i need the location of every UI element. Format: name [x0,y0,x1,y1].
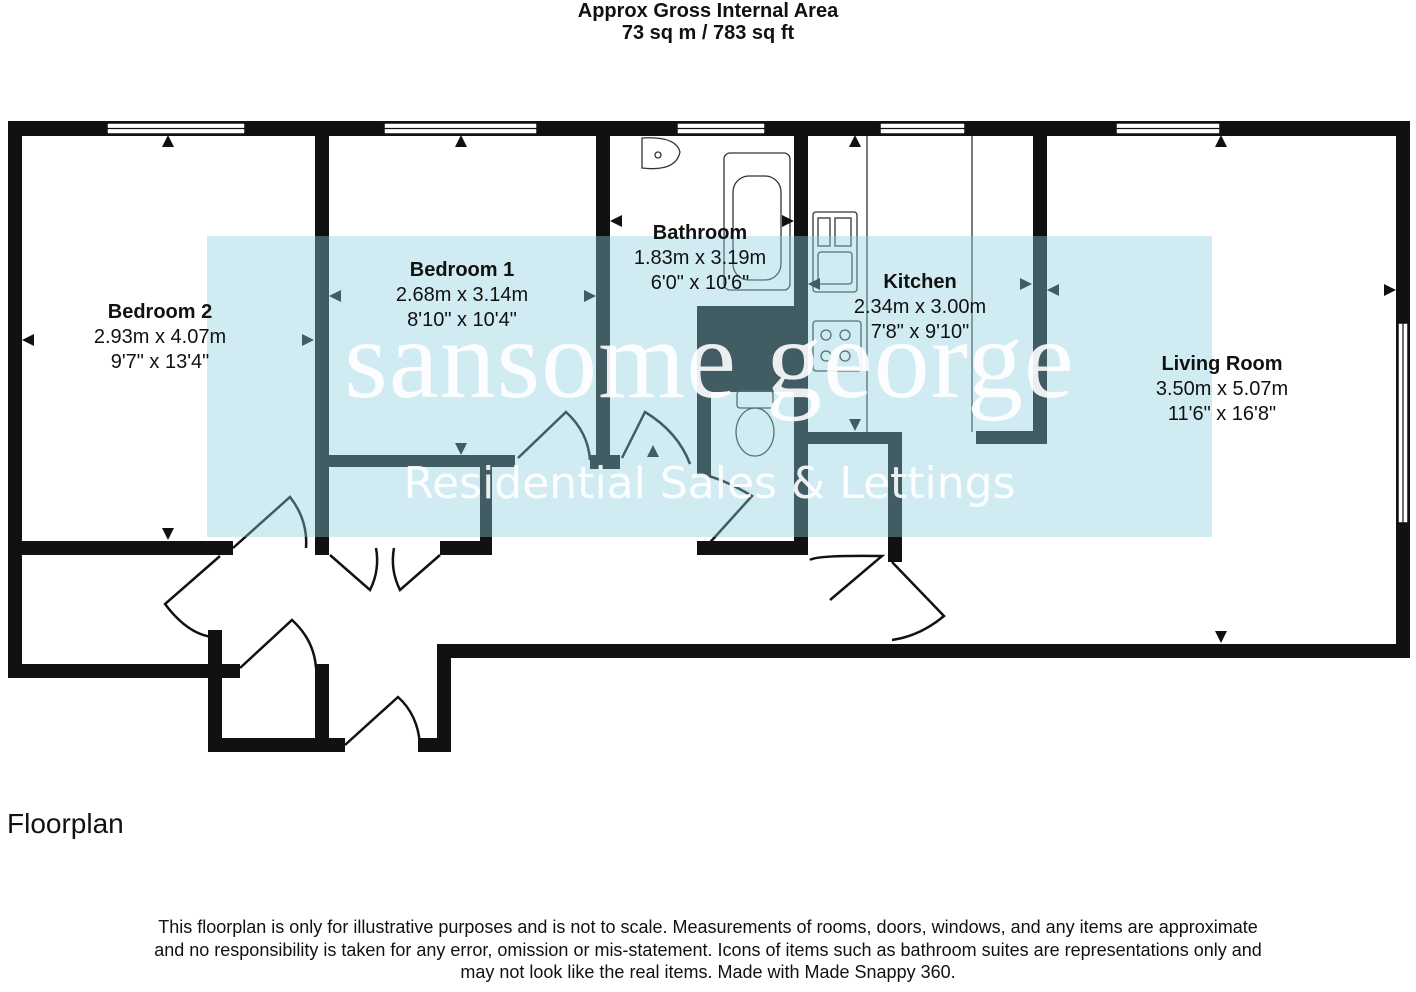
room-bedroom-2: Bedroom 2 2.93m x 4.07m 9'7" x 13'4" [60,300,260,375]
wall-cupboard-top [808,432,902,444]
room-metric: 2.68m x 3.14m [395,284,529,306]
room-living: Living Room 3.50m x 5.07m 11'6" x 16'8" [1112,352,1332,427]
wall-bath-bottom-left [590,455,620,469]
watermark-tagline: Residential Sales & Lettings [403,458,1016,509]
wall-bottom-right [437,644,1410,658]
wall-wc-left [697,306,711,476]
disclaimer: This floorplan is only for illustrative … [0,916,1416,984]
wall-kitchen-stub [976,431,1047,444]
bath-tub-inner [732,175,782,281]
door-wc [699,472,754,549]
room-metric: 2.93m x 4.07m [93,326,227,348]
room-metric: 2.34m x 3.00m [853,296,987,318]
area-header: Approx Gross Internal Area 73 sq m / 783… [0,0,1416,44]
room-bedroom-1: Bedroom 1 2.68m x 3.14m 8'10" x 10'4" [362,258,562,333]
door-kitchen-cupboard [809,554,886,601]
wall-wc-bottom [697,541,808,555]
room-bathroom: Bathroom 1.83m x 3.19m 6'0" x 10'6" [600,221,800,296]
room-name: Living Room [1161,353,1283,375]
toilet-bowl [735,407,775,457]
wall-wc-block [697,306,808,392]
room-imperial: 7'8" x 9'10" [870,321,970,343]
wall-bed1-bath [596,121,610,469]
wall-wardrobe-bottom [440,541,492,555]
watermark-box [207,236,1212,537]
room-kitchen: Kitchen 2.34m x 3.00m 7'8" x 9'10" [820,270,1020,345]
disclaimer-line: may not look like the real items. Made w… [460,962,956,982]
doors [163,410,946,746]
door-store [239,618,318,669]
door-bed1-wardrobe-b [391,547,441,593]
door-bed1 [517,410,592,461]
kitchen-sink [812,211,858,293]
disclaimer-line: This floorplan is only for illustrative … [158,917,1258,937]
wall-bed2-bed1 [315,121,329,555]
room-name: Kitchen [883,271,957,293]
room-imperial: 11'6" x 16'8" [1167,403,1277,425]
wall-kitchen-living [1033,121,1047,444]
area-title: Approx Gross Internal Area [577,0,839,22]
door-living [891,561,946,642]
wash-basin [641,137,681,170]
room-imperial: 9'7" x 13'4" [110,351,210,373]
room-imperial: 6'0" x 10'6" [650,272,750,294]
wall-hall-bottom-right [418,738,451,752]
hob [812,320,862,372]
room-name: Bedroom 2 [107,301,213,323]
area-value: 73 sq m / 783 sq ft [621,22,795,44]
disclaimer-line: and no responsibility is taken for any e… [154,939,1262,960]
wall-bed2-bottom [8,541,233,555]
wall-hall-left [208,630,222,752]
wall-cupboard-right [888,432,902,562]
room-name: Bathroom [652,222,748,244]
wall-wardrobe-right [480,455,492,555]
wall-left [8,121,22,678]
room-imperial: 8'10" x 10'4" [407,309,517,331]
door-bed1-wardrobe-a [329,547,379,593]
dimension-markers [22,135,1396,643]
wall-hall-bottom [208,738,345,752]
fixtures [641,136,973,457]
room-metric: 3.50m x 5.07m [1155,378,1289,400]
door-bath [620,410,692,465]
door-bed2 [232,495,308,549]
watermark-brand: sansome george [344,298,1075,422]
door-front [344,695,422,746]
wall-hall-right [437,644,451,752]
floor-title: Floorplan [7,808,124,839]
room-metric: 1.83m x 3.19m [633,247,767,269]
room-name: Bedroom 1 [409,259,515,281]
wall-bottom-left [8,664,240,678]
wall-bed1-bottom [315,455,515,467]
wall-store-right [315,664,329,752]
door-hall [163,555,223,639]
